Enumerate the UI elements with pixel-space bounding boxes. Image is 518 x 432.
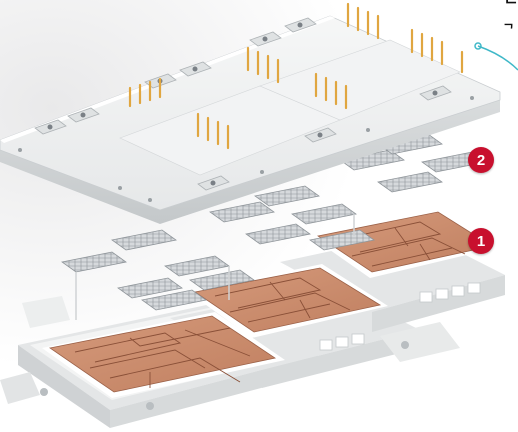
callout-badge-2: 2 [468,147,494,173]
callout-badge-1: 1 [468,228,494,254]
connector-line-dot [474,42,482,50]
connector-line [477,45,518,71]
corner-text-bottom: ᄀ [502,22,514,36]
corner-text-top: ᄃ [504,0,518,13]
signal-pins [128,2,464,150]
semiconductor-chips [61,133,487,320]
